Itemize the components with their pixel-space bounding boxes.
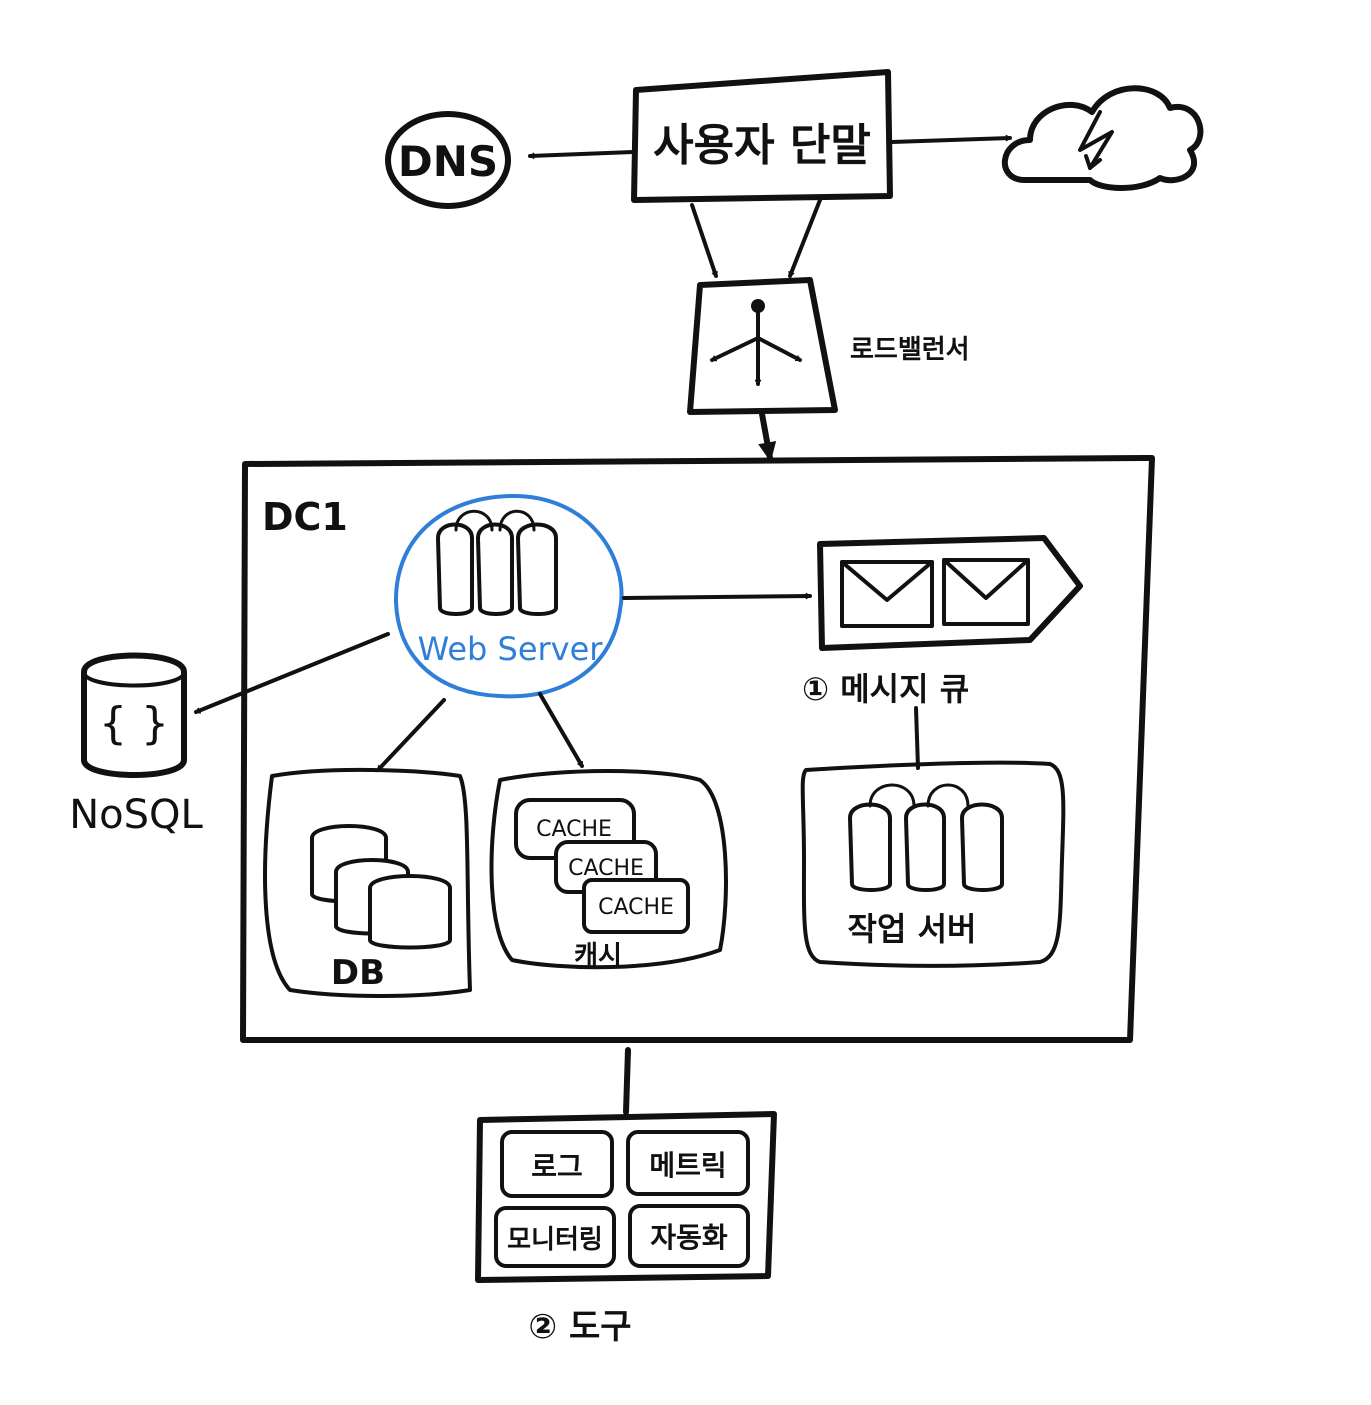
load-balancer-icon <box>710 299 802 386</box>
database-icon <box>310 824 452 950</box>
web-server-label: Web Server <box>418 630 604 668</box>
nosql-node: { } NoSQL <box>69 652 203 838</box>
nosql-braces: { } <box>99 698 169 749</box>
datacenter-label: DC1 <box>262 495 348 539</box>
envelope-icon <box>942 558 1030 626</box>
tools-label: ② 도구 <box>528 1307 631 1347</box>
db-node: DB <box>263 767 472 998</box>
arrow-queue-to-worker <box>914 706 922 770</box>
load-balancer-label: 로드밸런서 <box>850 335 970 365</box>
message-queue-label: ① 메시지 큐 <box>802 670 969 708</box>
dns-circle <box>385 111 511 209</box>
message-queue-box <box>817 535 1083 651</box>
cache-item-label: CACHE <box>536 817 612 842</box>
arrow-lb-to-dc <box>758 411 777 462</box>
cache-box <box>489 769 728 970</box>
tools-node: 로그 메트릭 모니터링 자동화 ② 도구 <box>475 1111 777 1347</box>
user-device-box <box>631 69 893 203</box>
datacenter-box <box>240 455 1155 1043</box>
load-balancer-box <box>687 277 838 415</box>
db-label: DB <box>331 953 385 993</box>
server-rack-icon <box>848 783 1004 892</box>
nosql-label: NoSQL <box>69 792 203 838</box>
tools-item-label: 메트릭 <box>649 1149 726 1182</box>
cloud-lightning-icon <box>1001 85 1204 191</box>
cache-label: 캐시 <box>574 941 622 971</box>
arrow-web-to-cache <box>538 692 584 768</box>
tools-item <box>500 1130 614 1198</box>
tools-item-label: 로그 <box>531 1150 583 1183</box>
web-server-circle <box>393 493 624 699</box>
arrow-tools-to-dc <box>623 1047 632 1115</box>
cache-item-label: CACHE <box>598 895 674 920</box>
dns-label: DNS <box>398 137 498 186</box>
arrow-web-to-db <box>376 698 446 772</box>
web-server-node: Web Server <box>393 493 624 699</box>
db-box <box>263 767 472 998</box>
tools-box <box>475 1111 777 1283</box>
user-device-label: 사용자 단말 <box>653 120 871 171</box>
envelope-icon <box>840 560 934 628</box>
worker-server-label: 작업 서버 <box>848 910 977 948</box>
server-rack-icon <box>436 509 558 616</box>
cache-item-label: CACHE <box>568 856 644 881</box>
arrow-user-to-lb-1 <box>690 203 718 278</box>
dns-node: DNS <box>385 111 511 209</box>
tools-item <box>626 1130 750 1196</box>
cache-item <box>582 878 690 934</box>
arrow-web-to-nosql <box>194 632 390 714</box>
worker-server-node: 작업 서버 <box>800 760 1066 968</box>
tools-item-label: 모니터링 <box>507 1225 603 1255</box>
arrow-user-to-lb-2 <box>788 198 822 278</box>
user-device-node: 사용자 단말 <box>631 69 893 203</box>
datacenter-node: DC1 <box>240 455 1155 1043</box>
message-queue-node: ① 메시지 큐 <box>802 535 1083 708</box>
worker-server-box <box>800 760 1066 968</box>
arrow-user-to-dns <box>528 150 635 160</box>
nosql-icon <box>81 652 187 778</box>
arrow-web-to-queue <box>622 592 812 600</box>
tools-item <box>628 1204 750 1268</box>
cache-node: CACHE CACHE CACHE 캐시 <box>489 769 728 971</box>
tools-item-label: 자동화 <box>650 1221 728 1254</box>
load-balancer-node: 로드밸런서 <box>687 277 970 415</box>
tools-item <box>494 1206 616 1268</box>
arrow-user-to-cloud <box>890 134 1012 144</box>
